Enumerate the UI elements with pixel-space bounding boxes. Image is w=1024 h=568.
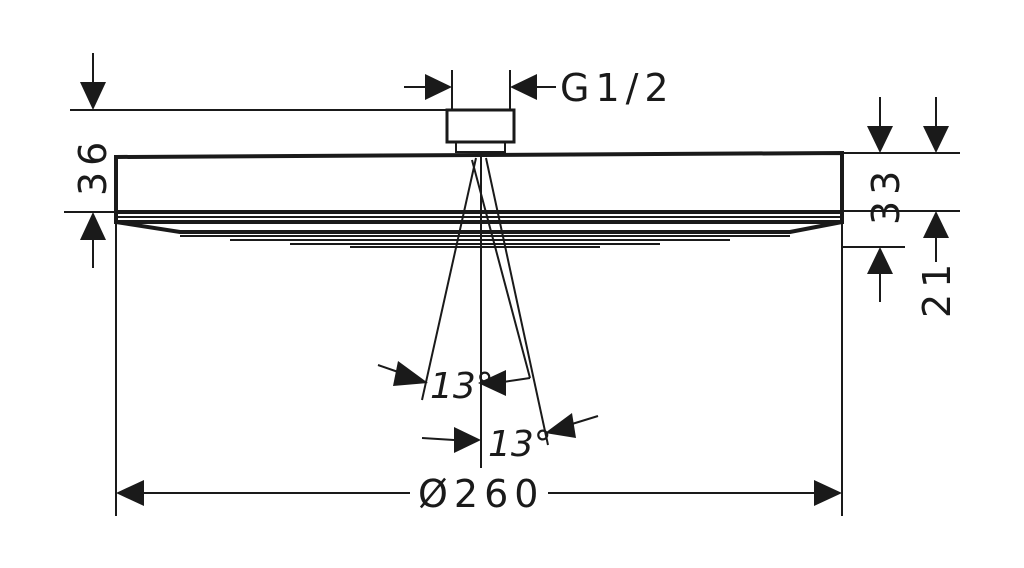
arrow-left-icon: [545, 413, 576, 438]
angle-left-dimension: 13°: [377, 361, 531, 407]
arrow-right-icon: [393, 361, 428, 386]
height-head-dimension: 33: [842, 97, 960, 225]
arrow-up-icon: [80, 212, 106, 240]
height-spray-label: 21: [915, 258, 959, 318]
height-total-dimension: 36: [64, 53, 447, 268]
arrow-down-icon: [923, 126, 949, 153]
arrow-down-icon: [80, 82, 106, 110]
spray-face: [115, 220, 843, 234]
angle-left-label: 13°: [430, 366, 494, 407]
thread-label: G1/2: [560, 66, 675, 110]
arrow-down-icon: [867, 126, 893, 153]
angle-right-label: 13°: [488, 424, 552, 465]
arrow-right-icon: [425, 74, 452, 100]
arrow-up-icon: [867, 247, 893, 274]
height-spray-dimension: 21: [842, 211, 959, 318]
thread-dimension: G1/2: [404, 66, 675, 110]
connector-nut: [445, 108, 516, 144]
arrow-left-icon: [116, 480, 144, 506]
arrow-right-icon: [814, 480, 842, 506]
arrow-left-icon: [478, 370, 506, 396]
arrow-up-icon: [923, 211, 949, 238]
diameter-dimension: Ø260: [115, 222, 843, 516]
angle-right-dimension: 13°: [421, 413, 599, 465]
shower-head-body: [114, 108, 844, 248]
spray-angle-lines: [421, 152, 549, 468]
height-head-label: 33: [864, 165, 908, 225]
height-total-label: 36: [71, 136, 115, 196]
arrow-left-icon: [510, 74, 537, 100]
diameter-label: Ø260: [418, 472, 544, 516]
arrow-right-icon: [454, 427, 481, 453]
